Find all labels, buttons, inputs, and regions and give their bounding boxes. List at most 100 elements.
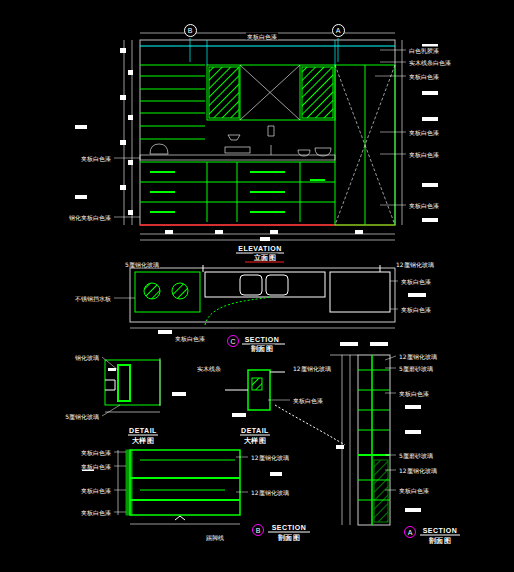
drawing-stroke (252, 378, 262, 390)
drawing-stroke (126, 450, 132, 515)
drawing-stroke (315, 148, 331, 156)
drawing-stroke (340, 342, 358, 346)
drawing-stroke (140, 490, 225, 491)
material-note: 5厘磨砂玻璃 (398, 365, 434, 372)
drawing-stroke (135, 272, 200, 312)
material-note: 白色乳胶漆 (408, 47, 440, 54)
drawing-stroke (140, 139, 205, 140)
leader-line (375, 76, 406, 77)
drawing-stroke (140, 40, 395, 225)
drawing-stroke (75, 195, 87, 199)
drawing-stroke (271, 145, 272, 155)
leader-line (114, 217, 140, 218)
drawing-stroke (140, 65, 395, 225)
drawing-stroke (422, 91, 438, 95)
drawing-stroke (172, 392, 186, 396)
view-title: SECTION (422, 527, 459, 534)
drawing-stroke (302, 67, 333, 118)
drawing-stroke (420, 535, 460, 536)
drawing-stroke (250, 171, 285, 173)
drawing-stroke (266, 275, 288, 295)
drawing-stroke (128, 160, 133, 165)
drawing-stroke (215, 230, 223, 234)
drawing-stroke (130, 328, 395, 329)
dimension-boxes (75, 44, 438, 512)
drawing-stroke (350, 355, 351, 525)
drawing-stroke (130, 268, 395, 322)
material-note: 夹板白色漆 (80, 155, 112, 162)
drawing-stroke (405, 508, 421, 512)
drawing-stroke (365, 65, 395, 145)
material-note: 5厘磨砂玻璃 (398, 452, 434, 459)
material-note: 踢脚线 (205, 534, 225, 541)
drawing-stroke (150, 191, 175, 193)
marker-letter: C (230, 338, 235, 345)
section-marker: B (252, 524, 264, 536)
drawing-stroke (105, 360, 160, 405)
leader-line (390, 309, 398, 310)
drawing-stroke (358, 370, 390, 371)
drawing-stroke (335, 65, 365, 145)
drawing-stroke (250, 191, 285, 193)
drawing-stroke (338, 38, 339, 62)
drawing-stroke (150, 144, 168, 154)
drawing-stroke (130, 499, 240, 501)
leader-lines (102, 50, 406, 512)
view-title: SECTION (244, 336, 281, 343)
material-note: 钢化玻璃 (74, 354, 100, 361)
material-note: 夹板白色漆 (408, 202, 440, 209)
drawing-stroke (240, 435, 270, 436)
material-note: 夹板白色漆 (80, 449, 112, 456)
drawing-stroke (245, 262, 284, 263)
material-note: 夹板白色漆 (408, 129, 440, 136)
drawing-stroke (270, 230, 278, 234)
section-marker: A (332, 24, 345, 37)
material-note: 夹板白色漆 (408, 151, 440, 158)
drawing-stroke (330, 272, 390, 312)
drawing-stroke (298, 150, 310, 156)
drawing-stroke (128, 435, 158, 436)
marker-letter: A (408, 529, 413, 536)
drawing-stroke (422, 117, 438, 121)
drawing-stroke (405, 405, 421, 409)
marker-letter: B (188, 27, 193, 34)
drawing-stroke (225, 390, 248, 391)
material-note: 5厘钢化玻璃 (64, 413, 100, 420)
drawing-stroke (358, 430, 390, 431)
leader-line (102, 405, 120, 416)
drawing-stroke (225, 147, 250, 153)
material-note: 12厘钢化玻璃 (250, 489, 290, 496)
leader-line (114, 158, 140, 159)
drawing-stroke (335, 65, 395, 225)
material-note: 夹板白色漆 (246, 33, 278, 40)
drawing-stroke (158, 330, 172, 334)
drawing-stroke (108, 368, 116, 371)
drawing-stroke (120, 95, 126, 100)
material-note: 不锈钢挡水板 (74, 295, 112, 302)
drawing-stroke (140, 126, 205, 127)
material-note: 5厘钢化玻璃 (124, 261, 160, 268)
drawing-stroke (405, 430, 421, 434)
drawing-stroke (240, 65, 241, 120)
drawing-stroke (140, 460, 235, 461)
drawing-stroke (374, 460, 388, 522)
leader-line (380, 132, 406, 133)
view-title: 剖面图 (250, 345, 275, 352)
leader-line (114, 466, 126, 467)
material-note: 实木线条 (196, 365, 222, 372)
drawing-stroke (370, 342, 388, 346)
drawing-stroke (365, 145, 395, 225)
drawing-stroke (105, 380, 115, 390)
material-note: 夹板白色漆 (400, 306, 432, 313)
drawing-stroke (275, 405, 345, 445)
drawing-stroke (240, 65, 300, 120)
drawing-stroke (268, 532, 310, 533)
drawing-stroke (402, 40, 403, 225)
drawing-stroke (310, 179, 325, 181)
material-note: 实木线条白色漆 (408, 59, 452, 66)
material-note: 12厘钢化玻璃 (250, 454, 290, 461)
leader-line (236, 492, 248, 493)
drawing-stroke (160, 358, 161, 406)
